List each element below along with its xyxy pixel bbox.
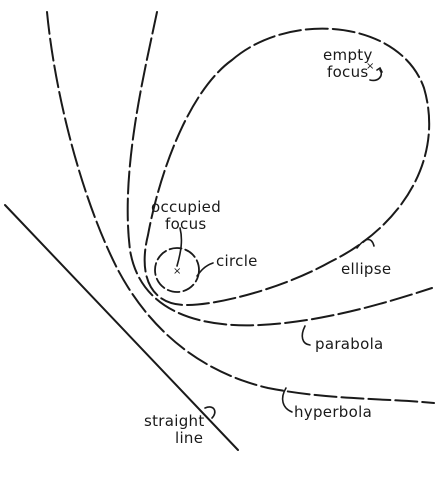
ellipse-pointer [356, 238, 375, 249]
straight-line-pointer [204, 406, 216, 419]
hyperbola-pointer [281, 387, 293, 413]
empty-focus-pointer [369, 69, 383, 82]
straight-line [4, 204, 239, 451]
straight-line-label-line2: line [175, 429, 203, 447]
occupied-focus-label-line1: occupied [151, 198, 221, 216]
occupied-focus-mark: × [173, 266, 181, 277]
hyperbola-curve [46, 11, 435, 404]
occupied-focus-pointer [176, 227, 183, 267]
empty-focus-mark: × [366, 61, 374, 72]
circle-curve [154, 247, 200, 293]
ellipse-curve [143, 27, 431, 307]
straight-line-label-line1: straight [144, 412, 205, 430]
ellipse-label: ellipse [341, 260, 391, 278]
hyperbola-label: hyperbola [294, 403, 372, 421]
parabola-pointer [301, 325, 311, 346]
parabola-curve [126, 11, 433, 327]
empty-focus-pointer-tip [376, 66, 383, 73]
empty-focus-label-line1: empty [323, 46, 373, 64]
empty-focus-label-line2: focus [327, 63, 369, 81]
parabola-label: parabola [315, 335, 384, 353]
occupied-focus-label-line2: focus [165, 215, 207, 233]
circle-pointer [196, 262, 214, 277]
circle-label: circle [216, 252, 258, 270]
